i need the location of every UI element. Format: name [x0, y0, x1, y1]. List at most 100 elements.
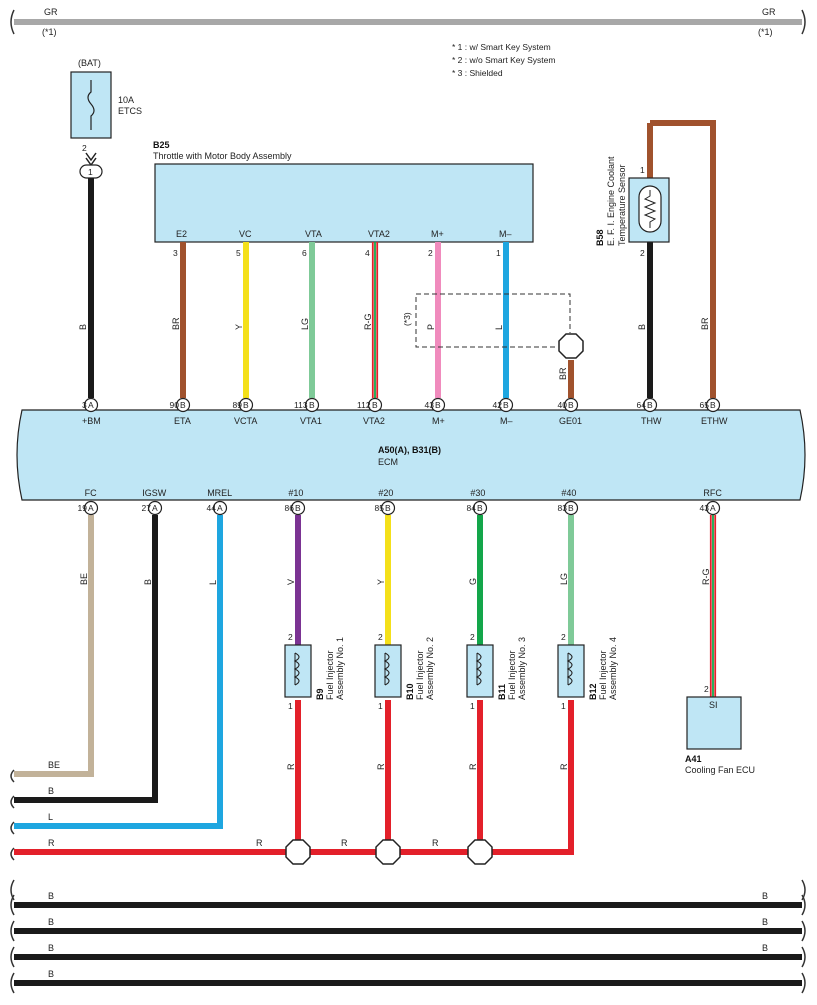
injector-code-2: B10: [405, 683, 415, 700]
bottom-bus-label-left-4: B: [48, 969, 54, 979]
ecm-bottom-pin-5-letter: B: [477, 503, 483, 513]
ecm-top-pin-9-letter: B: [710, 400, 716, 410]
top-bus-label-right: GR: [762, 7, 776, 17]
ecm-top-pin-3-letter: B: [309, 400, 315, 410]
ecm-top-pin-num-3: 113: [294, 400, 308, 410]
sensor-pin-top: 1: [640, 165, 645, 175]
injector-pin-top-3: 2: [470, 632, 475, 642]
ecm-top-pin-num-7: 40: [558, 400, 568, 410]
ecm-top-pin-label-4: VTA2: [363, 416, 385, 426]
injector-line1-1: Fuel Injector: [325, 650, 335, 700]
ecm-top-pin-num-5: 43: [425, 400, 435, 410]
throttle-pin-vta2: VTA2: [368, 229, 390, 239]
throttle-pin-vc: VC: [239, 229, 252, 239]
ecm-top-pin-7: [563, 397, 579, 413]
injector-line2-4: Assembly No. 4: [608, 637, 618, 700]
injector-code-1: B9: [315, 688, 325, 700]
bottom-bus-label-left-2: B: [48, 917, 54, 927]
ecm-top-pin-num-9: 65: [700, 400, 710, 410]
sensor-pin-bottom: 2: [640, 248, 645, 258]
wire-label-m-plus: P: [426, 324, 436, 330]
wire-label-m-minus: L: [494, 325, 504, 330]
top-bus-note-right: (*1): [758, 27, 773, 37]
resistor-icon: [643, 190, 657, 228]
cooling-fan-ecu: 2 SI A41 Cooling Fan ECU: [685, 684, 755, 775]
fuse: (BAT) 10A ETCS 2 1: [70, 58, 142, 179]
injector-wire-label-2: R: [376, 763, 386, 770]
shield-note: (*3): [402, 312, 412, 326]
injector-pin-bottom-4: 1: [561, 701, 566, 711]
wire-igsw: [14, 515, 158, 803]
injector-pin-top-4: 2: [561, 632, 566, 642]
wire-ethw: [650, 120, 716, 398]
ecm-bottom-wire-label-7: R-G: [701, 569, 711, 586]
ecm-bottom-pin-label-3: #10: [288, 488, 303, 498]
injector-line1-4: Fuel Injector: [598, 650, 608, 700]
ecm-bottom-pin-6: [563, 500, 579, 516]
ecm-bottom-wire-label-3: V: [286, 579, 296, 585]
ecm-top-pin-label-7: GE01: [559, 416, 582, 426]
bottom-bus-break-right-3: [801, 946, 806, 968]
throttle-pin-m-minus: M–: [499, 229, 512, 239]
ecm-bottom-pin-num-4: 85: [375, 503, 385, 513]
ecm-bottom-wire-label-1: B: [143, 579, 153, 585]
ecm-top-pin-label-1: ETA: [174, 416, 191, 426]
injector-wire-label-3: R: [468, 763, 478, 770]
fuse-icon: [87, 80, 95, 130]
wire-label-vc: Y: [234, 324, 244, 330]
fan-ecu-terminal: SI: [709, 700, 718, 710]
injector-pin-top-2: 2: [378, 632, 383, 642]
ecm-name: ECM: [378, 457, 398, 467]
ecm-bottom-pin-num-6: 83: [558, 503, 568, 513]
injector-pin-top-1: 2: [288, 632, 293, 642]
wire-r-bus: [14, 712, 574, 855]
ecm-bottom-pin-label-4: #20: [378, 488, 393, 498]
ecm-top-pin-6: [498, 397, 514, 413]
sensor-code: B58: [595, 229, 605, 246]
r-splice-2: [375, 839, 401, 865]
wire-label-e2: BR: [171, 317, 181, 330]
ecm-bottom-pin-7-letter: A: [710, 503, 716, 513]
throttle-pin-num-e2: 3: [173, 248, 178, 258]
ecm-bottom-pin-2-letter: A: [217, 503, 223, 513]
fan-ecu-pin: 2: [704, 684, 709, 694]
ecm-bottom-pin-1-letter: A: [152, 503, 158, 513]
injector-body-1: [284, 644, 312, 698]
throttle-pin-num-vc: 5: [236, 248, 241, 258]
bottom-bus-label-left-3: B: [48, 943, 54, 953]
ecm-top-pin-9: [705, 397, 721, 413]
ecm-bottom-pin-num-5: 84: [467, 503, 477, 513]
sensor-name-line2: Temperature Sensor: [617, 164, 627, 246]
ecm-bottom-pin-4-letter: B: [385, 503, 391, 513]
ecm-top-pin-8: [642, 397, 658, 413]
wire-thw-label: B: [637, 324, 647, 330]
ecm-top-pin-label-2: VCTA: [234, 416, 257, 426]
ecm-top-pin-label-9: ETHW: [701, 416, 728, 426]
ecm-bottom-pin-label-0: FC: [85, 488, 97, 498]
throttle-pin-num-m-minus: 1: [496, 248, 501, 258]
legend-item-3: * 3 : Shielded: [452, 68, 503, 78]
injector-line2-1: Assembly No. 1: [335, 637, 345, 700]
legend: * 1 : w/ Smart Key System * 2 : w/o Smar…: [452, 42, 555, 78]
fuse-rating: 10A: [118, 95, 134, 105]
wire-fc: [14, 515, 94, 777]
wire-mrel: [14, 515, 223, 829]
injector-pin-bottom-2: 1: [378, 701, 383, 711]
ecm-top-pin-8-letter: B: [647, 400, 653, 410]
wire-label-vta: LG: [300, 318, 310, 330]
ecm-bottom-wire-label-6: LG: [559, 573, 569, 585]
fuse-name: ETCS: [118, 106, 142, 116]
ecm-top-pin-num-1: 90: [170, 400, 180, 410]
injector-wire-label-1: R: [286, 763, 296, 770]
r-splice-1: [285, 839, 311, 865]
ecm-top-pin-label-5: M+: [432, 416, 445, 426]
wire-bm-label: B: [78, 324, 88, 330]
ecm-bottom-pin-3-letter: B: [295, 503, 301, 513]
ecm-bottom-pin-label-6: #40: [561, 488, 576, 498]
top-bus-label-left: GR: [44, 7, 58, 17]
fuse-pin: 2: [82, 143, 87, 153]
bottom-bus-label-right-2: B: [762, 917, 768, 927]
ecm-top-pin-num-6: 42: [493, 400, 503, 410]
ecm-bottom-wire-label-5: G: [468, 578, 478, 585]
bottom-bus-break-right-4: [801, 972, 806, 994]
